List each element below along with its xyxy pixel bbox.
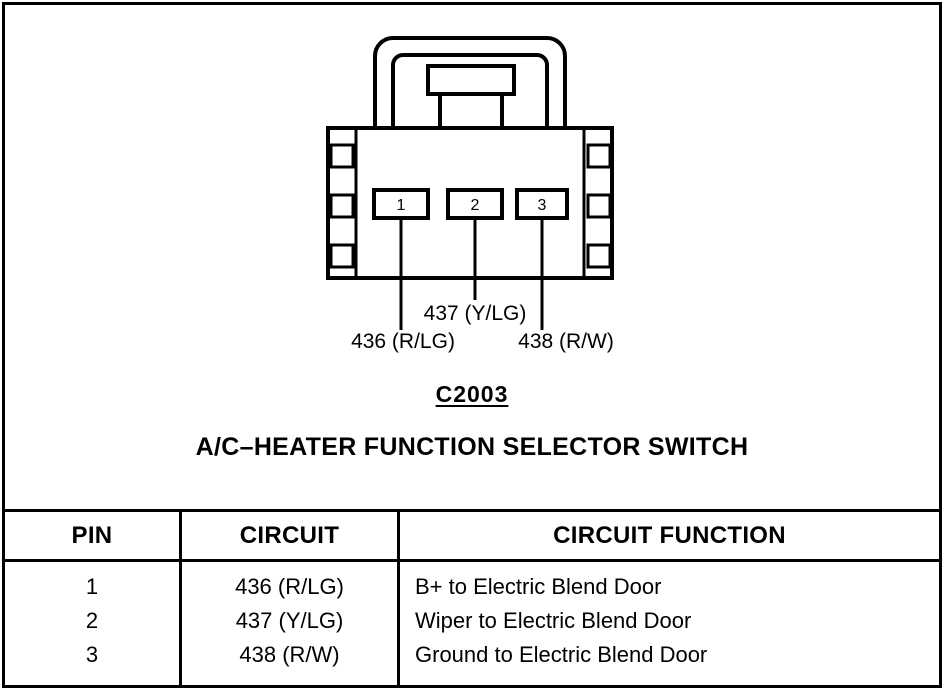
pinout-table: PIN CIRCUIT CIRCUIT FUNCTION 1 2 3 436 (…: [5, 509, 939, 685]
circuit-value: 437 (Y/LG): [235, 608, 344, 633]
wire-label-437: 437 (Y/LG): [424, 302, 527, 325]
circuit-function: Ground to Electric Blend Door: [415, 642, 708, 667]
circuit-function: Wiper to Electric Blend Door: [415, 608, 692, 633]
connector-id: C2003: [435, 381, 509, 407]
circuit-value: 438 (R/W): [239, 642, 340, 667]
pin-number: 2: [85, 608, 99, 633]
column-header-pin: PIN: [5, 512, 182, 562]
left-rib-icon: [329, 143, 355, 169]
right-rib-icon: [586, 243, 612, 269]
right-rib-icon: [586, 143, 612, 169]
diagram-title: A/C–HEATER FUNCTION SELECTOR SWITCH: [195, 433, 749, 461]
pin-1-number: 1: [397, 197, 406, 214]
pin-3-number: 3: [538, 197, 547, 214]
right-rib-icon: [586, 193, 612, 219]
pin-number: 3: [85, 642, 99, 667]
pin-number: 1: [85, 574, 99, 599]
connector-latch-slot: [426, 64, 516, 96]
wire-label-436: 436 (R/LG): [351, 330, 455, 353]
connector-drawing: 1 2 3 437 (Y/LG) 436 (R/LG) 438 (R/W): [326, 36, 614, 353]
circuit-value: 436 (R/LG): [235, 574, 344, 599]
circuit-column-cell: 436 (R/LG) 437 (Y/LG) 438 (R/W): [182, 562, 400, 685]
circuit-function: B+ to Electric Blend Door: [415, 574, 662, 599]
left-rib-icon: [329, 193, 355, 219]
pin-column-cell: 1 2 3: [5, 562, 182, 685]
column-header-circuit-function: CIRCUIT FUNCTION: [400, 512, 939, 562]
left-rib-icon: [329, 243, 355, 269]
circuit-function-column-cell: B+ to Electric Blend Door Wiper to Elect…: [400, 562, 939, 685]
pin-2-number: 2: [471, 197, 480, 214]
wire-label-438: 438 (R/W): [518, 330, 614, 353]
column-header-circuit: CIRCUIT: [182, 512, 400, 562]
